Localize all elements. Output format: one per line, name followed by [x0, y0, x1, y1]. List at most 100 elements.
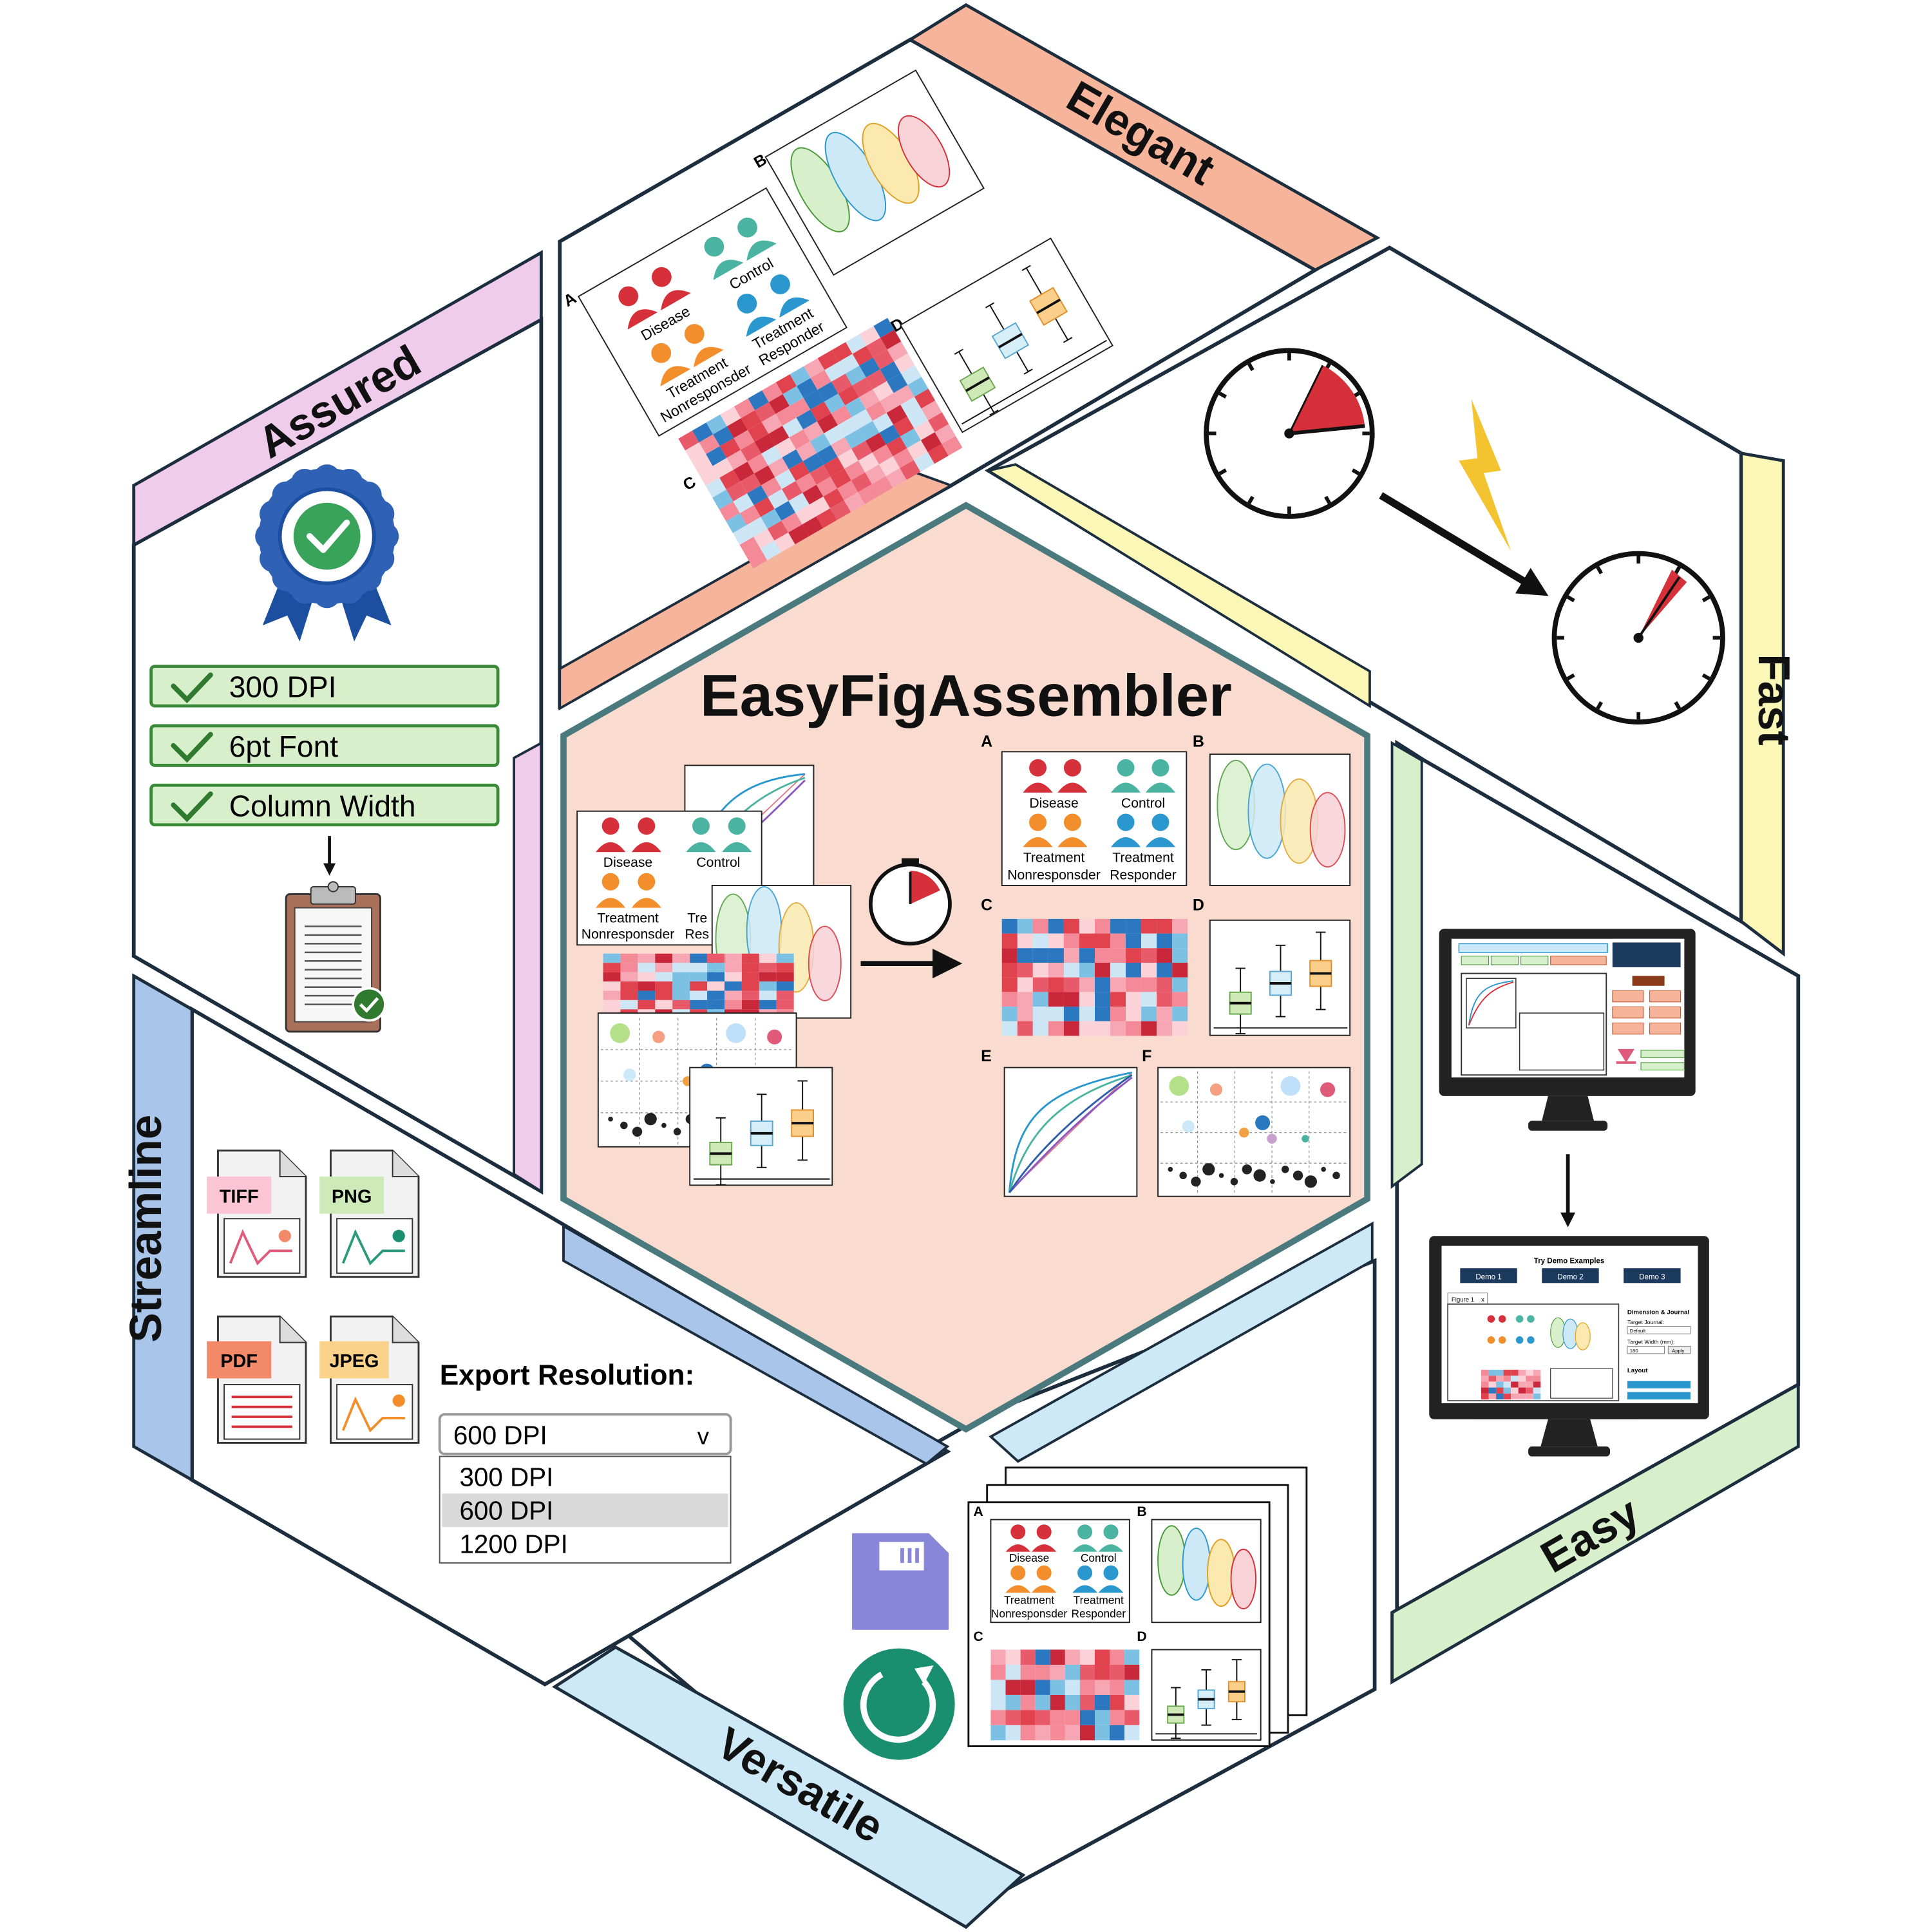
heatmap-cell	[1533, 1381, 1541, 1388]
heatmap-cell	[734, 430, 755, 450]
heatmap-cell	[1157, 963, 1173, 978]
demo-1-button[interactable]	[1460, 1268, 1517, 1283]
heatmap-cell	[1035, 1649, 1050, 1665]
heatmap-cell	[858, 389, 880, 410]
heatmap-cell	[837, 480, 858, 500]
heatmap-cell	[638, 999, 656, 1010]
heatmap-cell	[837, 448, 858, 469]
apply-button[interactable]	[1667, 1345, 1691, 1354]
heatmap-cell	[690, 999, 708, 1010]
heatmap-cell	[1079, 1649, 1095, 1665]
heatmap-cell	[739, 536, 761, 557]
boxplot-panel	[1213, 931, 1348, 1035]
heatmap-cell	[790, 366, 811, 386]
heatmap-cell	[893, 384, 914, 405]
heatmap-cell	[866, 369, 887, 390]
heatmap-cell	[1095, 918, 1111, 934]
resolution-option[interactable]: 1200 DPI	[459, 1530, 567, 1559]
heatmap-cell	[1065, 1694, 1080, 1710]
group-treatment: Treatment	[597, 911, 659, 926]
heatmap-cell	[672, 990, 690, 1000]
heatmap-cell	[1124, 1680, 1140, 1695]
heatmap-cell	[620, 972, 638, 982]
heatmap-cell	[1020, 1710, 1036, 1725]
heatmap-cell	[1503, 1369, 1511, 1376]
check-item: 6pt Font	[229, 730, 338, 763]
heatmap-cell	[1511, 1376, 1519, 1382]
heatmap-cell	[655, 963, 673, 972]
heatmap-cell	[603, 953, 621, 963]
heatmap-cell	[741, 990, 759, 1000]
check-icon	[171, 732, 213, 763]
group-control: Control	[1081, 1551, 1117, 1564]
heatmap-cell	[1035, 1694, 1050, 1710]
pdf-label: PDF	[220, 1351, 258, 1372]
heatmap-cell	[741, 972, 759, 982]
heatmap-cell	[1124, 1710, 1140, 1725]
heatmap-cell	[1526, 1387, 1533, 1394]
heatmap-cell	[761, 413, 782, 434]
heatmap-cell	[803, 390, 824, 410]
heatmap-cell	[1110, 1710, 1125, 1725]
heatmap-cell	[817, 350, 839, 370]
journal-select[interactable]	[1627, 1326, 1691, 1334]
heatmap-cell	[1032, 918, 1048, 934]
heatmap-cell	[1141, 948, 1157, 963]
width-input[interactable]	[1627, 1345, 1665, 1354]
heatmap-cell	[1048, 992, 1064, 1007]
heatmap-cell	[796, 441, 817, 462]
dot	[1267, 1133, 1277, 1144]
heatmap-cell	[1065, 1665, 1080, 1680]
heatmap-cell	[1065, 1710, 1080, 1725]
heatmap-cell	[1503, 1393, 1511, 1400]
layout-button[interactable]	[1627, 1392, 1690, 1400]
panel-letter-f: F	[1142, 1047, 1151, 1065]
heatmap-cell	[620, 953, 638, 963]
resolution-select[interactable]: 600 DPI v	[438, 1413, 732, 1455]
heatmap-cell	[1511, 1393, 1519, 1400]
demo-3-button[interactable]	[1624, 1268, 1681, 1283]
heatmap-cell	[655, 953, 673, 963]
heatmap-cell	[760, 540, 781, 561]
monitor-icon	[1439, 929, 1696, 1131]
heatmap-cell	[1124, 1725, 1140, 1741]
heatmap-cell	[846, 334, 867, 354]
heatmap-cell	[838, 354, 860, 374]
heatmap-cell	[1032, 948, 1048, 963]
heatmap-cell	[1126, 918, 1142, 934]
heatmap-cell	[755, 402, 776, 422]
heatmap-cell	[859, 357, 880, 378]
heatmap-cell	[886, 436, 907, 457]
tab-close-icon[interactable]: x	[1481, 1296, 1484, 1303]
heatmap-cell	[802, 453, 824, 473]
heatmap-cell	[1001, 918, 1018, 934]
demo-2-button[interactable]	[1542, 1268, 1599, 1283]
heatmap-cell	[719, 501, 741, 522]
heatmap-cell	[672, 981, 690, 991]
dot	[1293, 1170, 1303, 1180]
heatmap-cell	[1126, 1021, 1142, 1036]
heatmap-cell	[1511, 1387, 1519, 1394]
heatmap-cell	[1079, 977, 1095, 992]
heatmap-cell	[1079, 1680, 1095, 1695]
heatmap-cell	[1157, 977, 1173, 992]
dot	[673, 1128, 681, 1136]
layout-button[interactable]	[1627, 1381, 1690, 1388]
heatmap-cell	[1001, 1021, 1018, 1036]
check-item: 300 DPI	[229, 670, 337, 704]
heatmap-cell	[879, 456, 900, 477]
resolution-option[interactable]: 600 DPI	[459, 1496, 553, 1526]
heatmap-cell	[803, 421, 824, 442]
heatmap-cell	[655, 981, 673, 991]
heatmap-cell	[990, 1725, 1006, 1741]
heatmap-cell	[893, 416, 914, 437]
heatmap-cell	[880, 393, 901, 413]
heatmap-cell	[638, 953, 656, 963]
resolution-option[interactable]: 300 DPI	[459, 1463, 553, 1492]
heatmap-cell	[699, 466, 720, 486]
heatmap-cell	[1063, 1007, 1079, 1021]
heatmap-cell	[1095, 1710, 1110, 1725]
panel-letter-a: A	[981, 733, 992, 751]
heatmap-cell	[603, 981, 621, 991]
heatmap-cell	[1001, 977, 1018, 992]
